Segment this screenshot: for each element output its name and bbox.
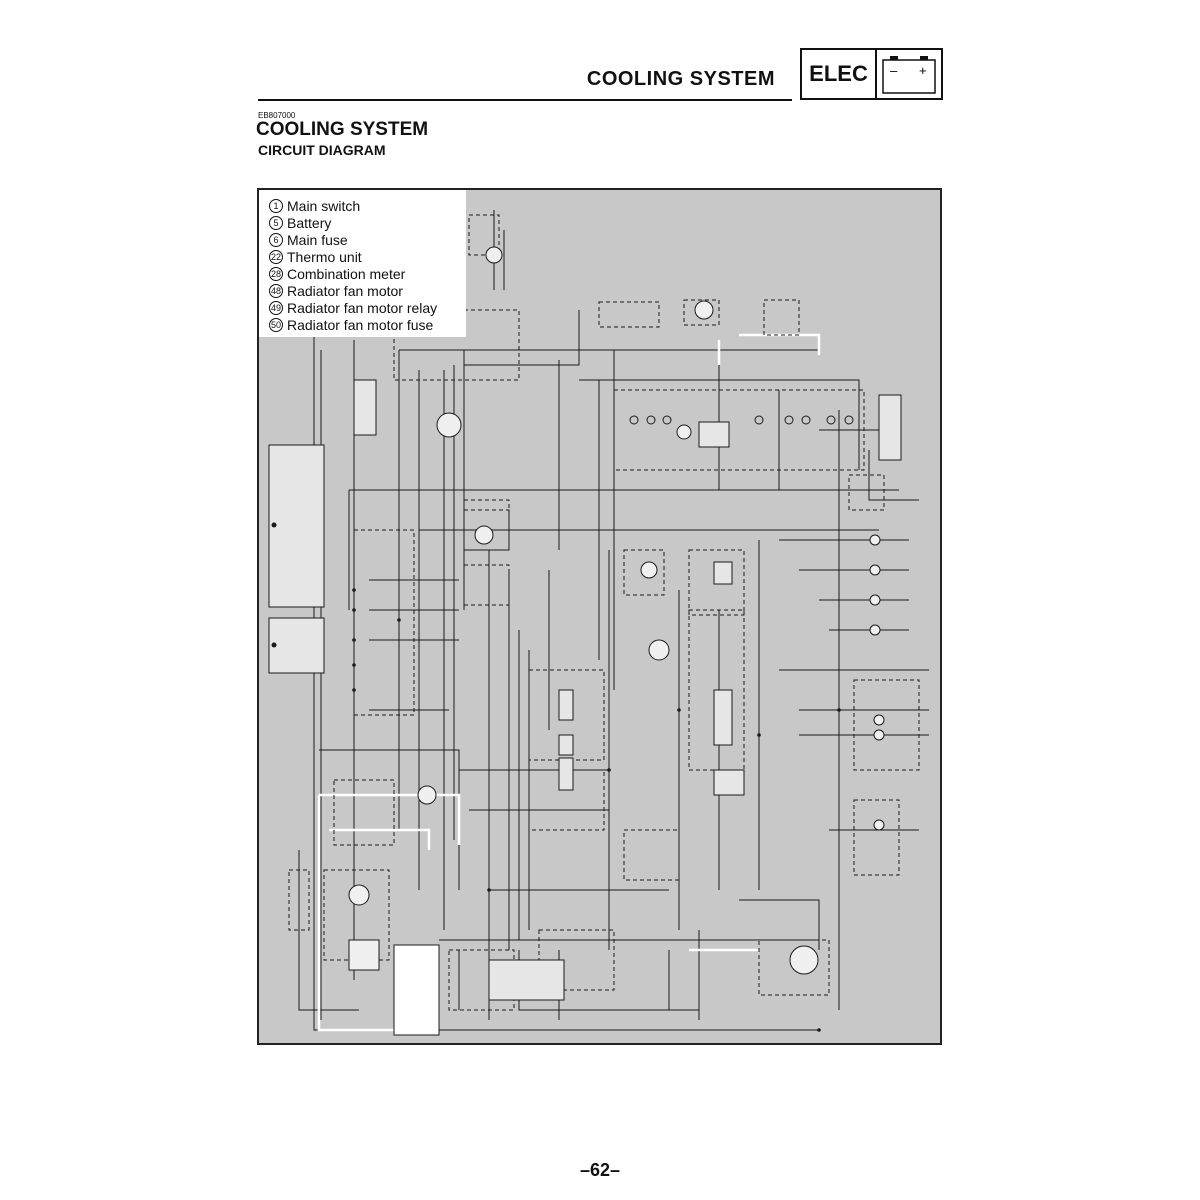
legend-item-number: 48 (269, 284, 283, 299)
legend-item: 49 Radiator fan motor relay (269, 300, 466, 317)
section-title: COOLING SYSTEM (586, 68, 775, 90)
legend-item: 6 Main fuse (269, 231, 466, 248)
legend-item: 1 Main switch (269, 197, 466, 214)
legend-item-number: 49 (269, 301, 283, 316)
plus-sign: + (919, 63, 927, 78)
header-rule (258, 99, 792, 101)
legend-item-label: Radiator fan motor fuse (287, 317, 434, 334)
component-legend: 1 Main switch 5 Battery 6 Main fuse 22 Thermo u… (259, 190, 466, 337)
category-label: ELEC (802, 50, 877, 98)
legend-item-label: Combination meter (287, 265, 406, 282)
legend-item-label: Radiator fan motor relay (287, 300, 438, 317)
legend-item: 48 Radiator fan motor (269, 282, 466, 299)
legend-item: 22 Thermo unit (269, 248, 466, 265)
minus-sign: – (890, 63, 898, 78)
battery-icon: – + (877, 50, 941, 98)
legend-item-label: Radiator fan motor (287, 283, 403, 300)
legend-item-number: 5 (269, 215, 283, 230)
legend-item: 5 Battery (269, 214, 466, 231)
legend-item: 28 Combination meter (269, 265, 466, 282)
document-code: EB807000 (258, 111, 296, 120)
circuit-diagram: 1 Main switch 5 Battery 6 Main fuse 22 Thermo u… (257, 188, 942, 1045)
legend-item-label: Main switch (287, 197, 361, 214)
legend-item-label: Battery (287, 214, 332, 231)
legend-item-number: 1 (269, 198, 283, 213)
legend-item-number: 22 (269, 249, 283, 264)
category-badge: ELEC – + (800, 48, 943, 100)
page-number: –62– (579, 1160, 621, 1180)
legend-item-number: 50 (269, 318, 283, 333)
legend-item: 50 Radiator fan motor fuse (269, 317, 466, 334)
legend-item-number: 28 (269, 266, 283, 281)
legend-item-label: Main fuse (287, 231, 348, 248)
wiring-schematic (268, 210, 929, 1036)
legend-item-label: Thermo unit (287, 248, 362, 265)
page-subtitle: CIRCUIT DIAGRAM (258, 142, 386, 158)
page-title: COOLING SYSTEM (256, 119, 429, 140)
legend-item-number: 6 (269, 232, 283, 247)
